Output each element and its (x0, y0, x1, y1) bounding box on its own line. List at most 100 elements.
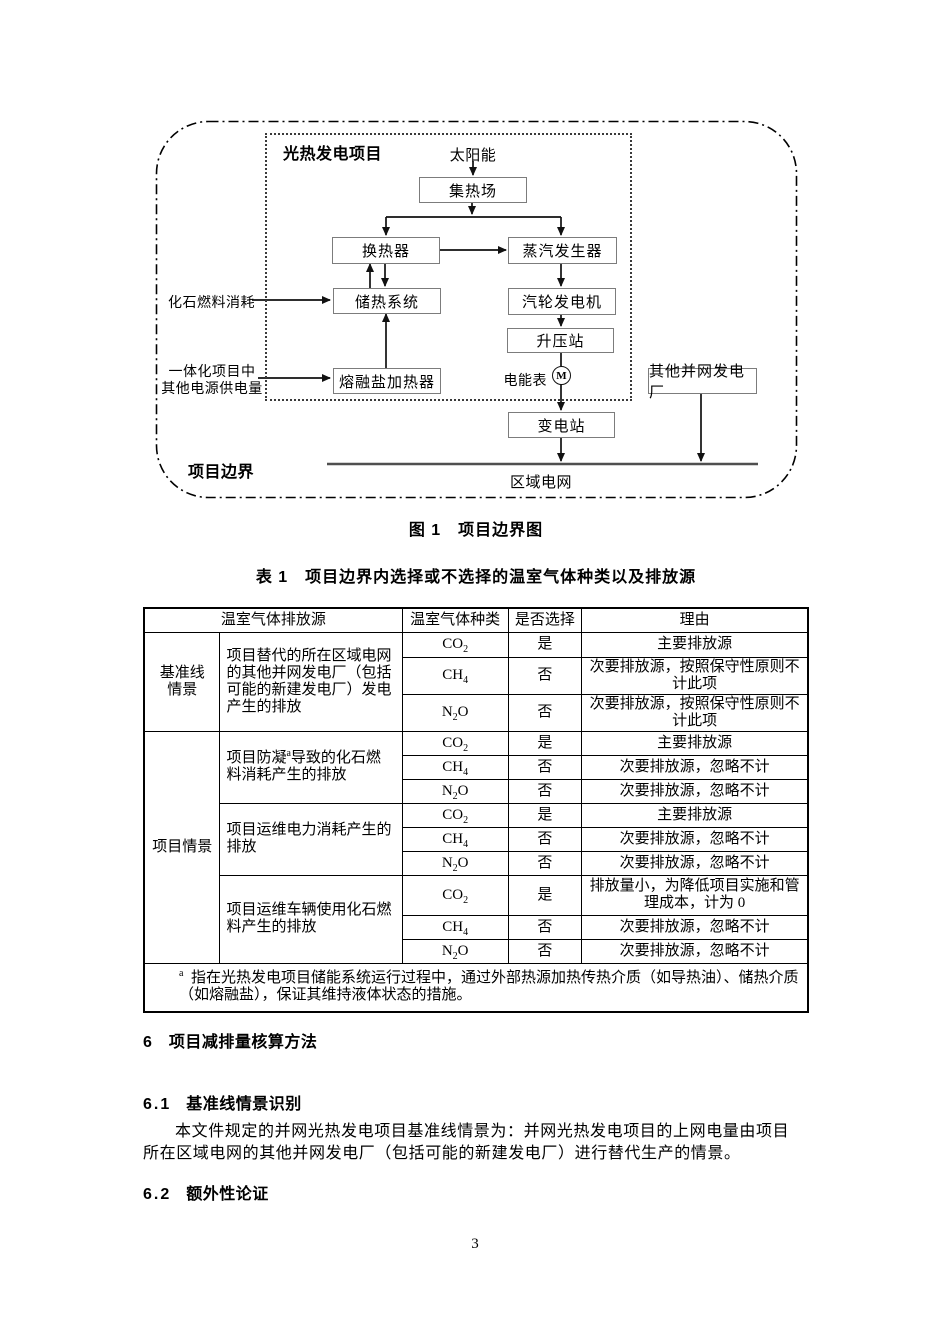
gas-base: CO (442, 806, 464, 823)
cell-scenario-project: 项目情景 (143, 730, 221, 964)
cell-gas: N2O (401, 938, 509, 964)
table-footnote-row: a 指在光热发电项目储能系统运行过程中，通过外部热源加热传热介质（如导热油）、储… (143, 962, 809, 1012)
source-text: 项目运维车辆使用化石燃料产生的排放 (226, 902, 392, 935)
cell-gas: CO2 (401, 802, 509, 828)
baseline-line1: 基准线 (159, 664, 205, 681)
table-header-row: 温室气体排放源 温室气体种类 是否选择 理由 (143, 607, 809, 633)
integrated-power-label: 一体化项目中 其他电源供电量 (161, 364, 263, 398)
table-footnote: a 指在光热发电项目储能系统运行过程中，通过外部热源加热传热介质（如导热油）、储… (143, 962, 809, 1012)
gas-base: CO (442, 734, 464, 751)
cell-selected: 是 (507, 631, 583, 658)
cell-selected: 是 (507, 730, 583, 756)
gas-sub: 4 (463, 766, 469, 778)
gas-base: N (441, 942, 453, 959)
csp-project-boundary-box (265, 133, 632, 401)
section-number: 6 (143, 1034, 154, 1051)
cell-selected: 否 (507, 693, 583, 732)
cell-selected: 否 (507, 656, 583, 695)
electricity-meter-icon: M (552, 366, 571, 385)
gas-sub: 4 (463, 926, 469, 938)
other-plants-node: 其他并网发电厂 (648, 364, 757, 401)
table-row: CH4 否 次要排放源，忽略不计 (144, 826, 809, 852)
header-source: 温室气体排放源 (143, 607, 403, 633)
section-number: 6.2 (143, 1186, 172, 1203)
section-6-heading: 6 项目减排量核算方法 (143, 1028, 317, 1052)
baseline-line2: 情景 (167, 681, 198, 698)
csp-project-label: 光热发电项目 (283, 146, 383, 163)
gas-sub: 2 (463, 814, 469, 826)
stepup-station-node: 升压站 (507, 328, 614, 353)
cell-gas: N2O (401, 850, 509, 876)
collector-field-node: 集热场 (419, 177, 527, 203)
gas-base: CH (442, 758, 464, 775)
table-row: 项目运维车辆使用化石燃料产生的排放 CO2 是 排放量小，为降低项目实施和管理成… (144, 874, 809, 964)
footnote-text: 指在光热发电项目储能系统运行过程中，通过外部热源加热传热介质（如导热油）、储热介… (179, 969, 799, 1003)
turbine-generator-node: 汽轮发电机 (508, 288, 616, 315)
cell-gas: N2O (401, 693, 509, 732)
gas-sub: 4 (463, 675, 469, 686)
cell-reason: 次要排放源，忽略不计 (581, 914, 809, 940)
project-boundary-outline (155, 120, 798, 499)
page-number: 3 (471, 1236, 479, 1252)
cell-gas: CO2 (401, 730, 509, 756)
flow-lines (155, 120, 798, 499)
fossil-fuel-label: 化石燃料消耗 (168, 296, 255, 311)
gas-sub: 2 (463, 742, 469, 754)
cell-gas: CH4 (401, 826, 509, 852)
cell-source-0: 项目替代的所在区域电网的其他并网发电厂（包括可能的新建发电厂）发电产生的排放 (219, 631, 403, 732)
cell-gas: N2O (401, 778, 509, 804)
cell-reason: 次要排放源，忽略不计 (581, 938, 809, 964)
table-row: 基准线 情景 项目替代的所在区域电网的其他并网发电厂（包括可能的新建发电厂）发电… (143, 631, 809, 732)
cell-reason: 次要排放源，忽略不计 (581, 778, 809, 804)
cell-selected: 否 (507, 914, 583, 940)
section-6-2-heading: 6.2 额外性论证 (143, 1180, 269, 1204)
paragraph-line2: 所在区域电网的其他并网发电厂（包括可能的新建发电厂）进行替代生产的情景。 (143, 1145, 741, 1162)
regional-grid-label: 区域电网 (509, 475, 572, 491)
source-footnote-ref: a (286, 748, 291, 759)
cell-gas: CO2 (401, 631, 509, 658)
gas-base: CH (442, 830, 464, 847)
source-text: 项目防凝 (226, 750, 287, 766)
cell-gas: CH4 (401, 914, 509, 940)
source-text: 项目运维电力消耗产生的排放 (226, 822, 392, 855)
molten-salt-heater-node: 熔融盐加热器 (333, 368, 441, 394)
table-row: 项目情景 项目防凝a导致的化石燃料消耗产生的排放 CO2 是 主要排放源 (143, 730, 809, 964)
figure-caption: 图 1 项目边界图 (408, 522, 544, 539)
cell-gas: CH4 (401, 754, 509, 780)
solar-energy-label: 太阳能 (449, 148, 497, 164)
cell-selected: 否 (507, 850, 583, 876)
cell-reason: 主要排放源 (581, 631, 809, 658)
gas-sub: 2 (452, 862, 458, 874)
cell-source-3: 项目运维车辆使用化石燃料产生的排放 (219, 874, 403, 964)
gas-base: CH (442, 667, 464, 683)
cell-selected: 否 (507, 826, 583, 852)
section-title: 基准线情景识别 (186, 1096, 302, 1113)
table-row: 项目运维电力消耗产生的排放 CO2 是 主要排放源 (144, 802, 809, 876)
gas-tail: O (457, 782, 469, 799)
cell-reason: 主要排放源 (581, 730, 809, 756)
gas-sub: 2 (463, 644, 469, 655)
gas-tail: O (457, 704, 469, 720)
cell-reason: 次要排放源，按照保守性原则不计此项 (581, 656, 809, 695)
heat-storage-node: 储热系统 (333, 288, 441, 314)
cell-selected: 否 (507, 938, 583, 964)
cell-source-1: 项目防凝a导致的化石燃料消耗产生的排放 (219, 730, 403, 804)
gas-base: CO (442, 886, 464, 903)
cell-scenario-baseline: 基准线 情景 (143, 631, 221, 732)
source-text-post: 导致的化石燃料消耗产生的排放 (226, 750, 381, 783)
cell-reason: 主要排放源 (581, 802, 809, 828)
cell-gas: CO2 (401, 874, 509, 916)
gas-sub: 2 (463, 894, 469, 906)
ghg-source-table: 温室气体排放源 温室气体种类 是否选择 理由 基准线 情景 项目替代的所在区域电… (143, 607, 809, 1013)
project-boundary-diagram: 光热发电项目 太阳能 集热场 换热器 蒸汽发生器 储热系统 汽轮发电机 升压站 … (155, 120, 798, 500)
section-title: 项目减排量核算方法 (168, 1034, 318, 1051)
table-title: 表 1 项目边界内选择或不选择的温室气体种类以及排放源 (255, 569, 697, 586)
cell-selected: 是 (507, 802, 583, 828)
section-title: 额外性论证 (186, 1186, 269, 1203)
steam-generator-node: 蒸汽发生器 (508, 237, 617, 264)
gas-tail: O (457, 942, 469, 959)
cell-reason: 次要排放源，忽略不计 (581, 850, 809, 876)
table-row: CH4 否 次要排放源，按照保守性原则不计此项 (144, 656, 809, 695)
